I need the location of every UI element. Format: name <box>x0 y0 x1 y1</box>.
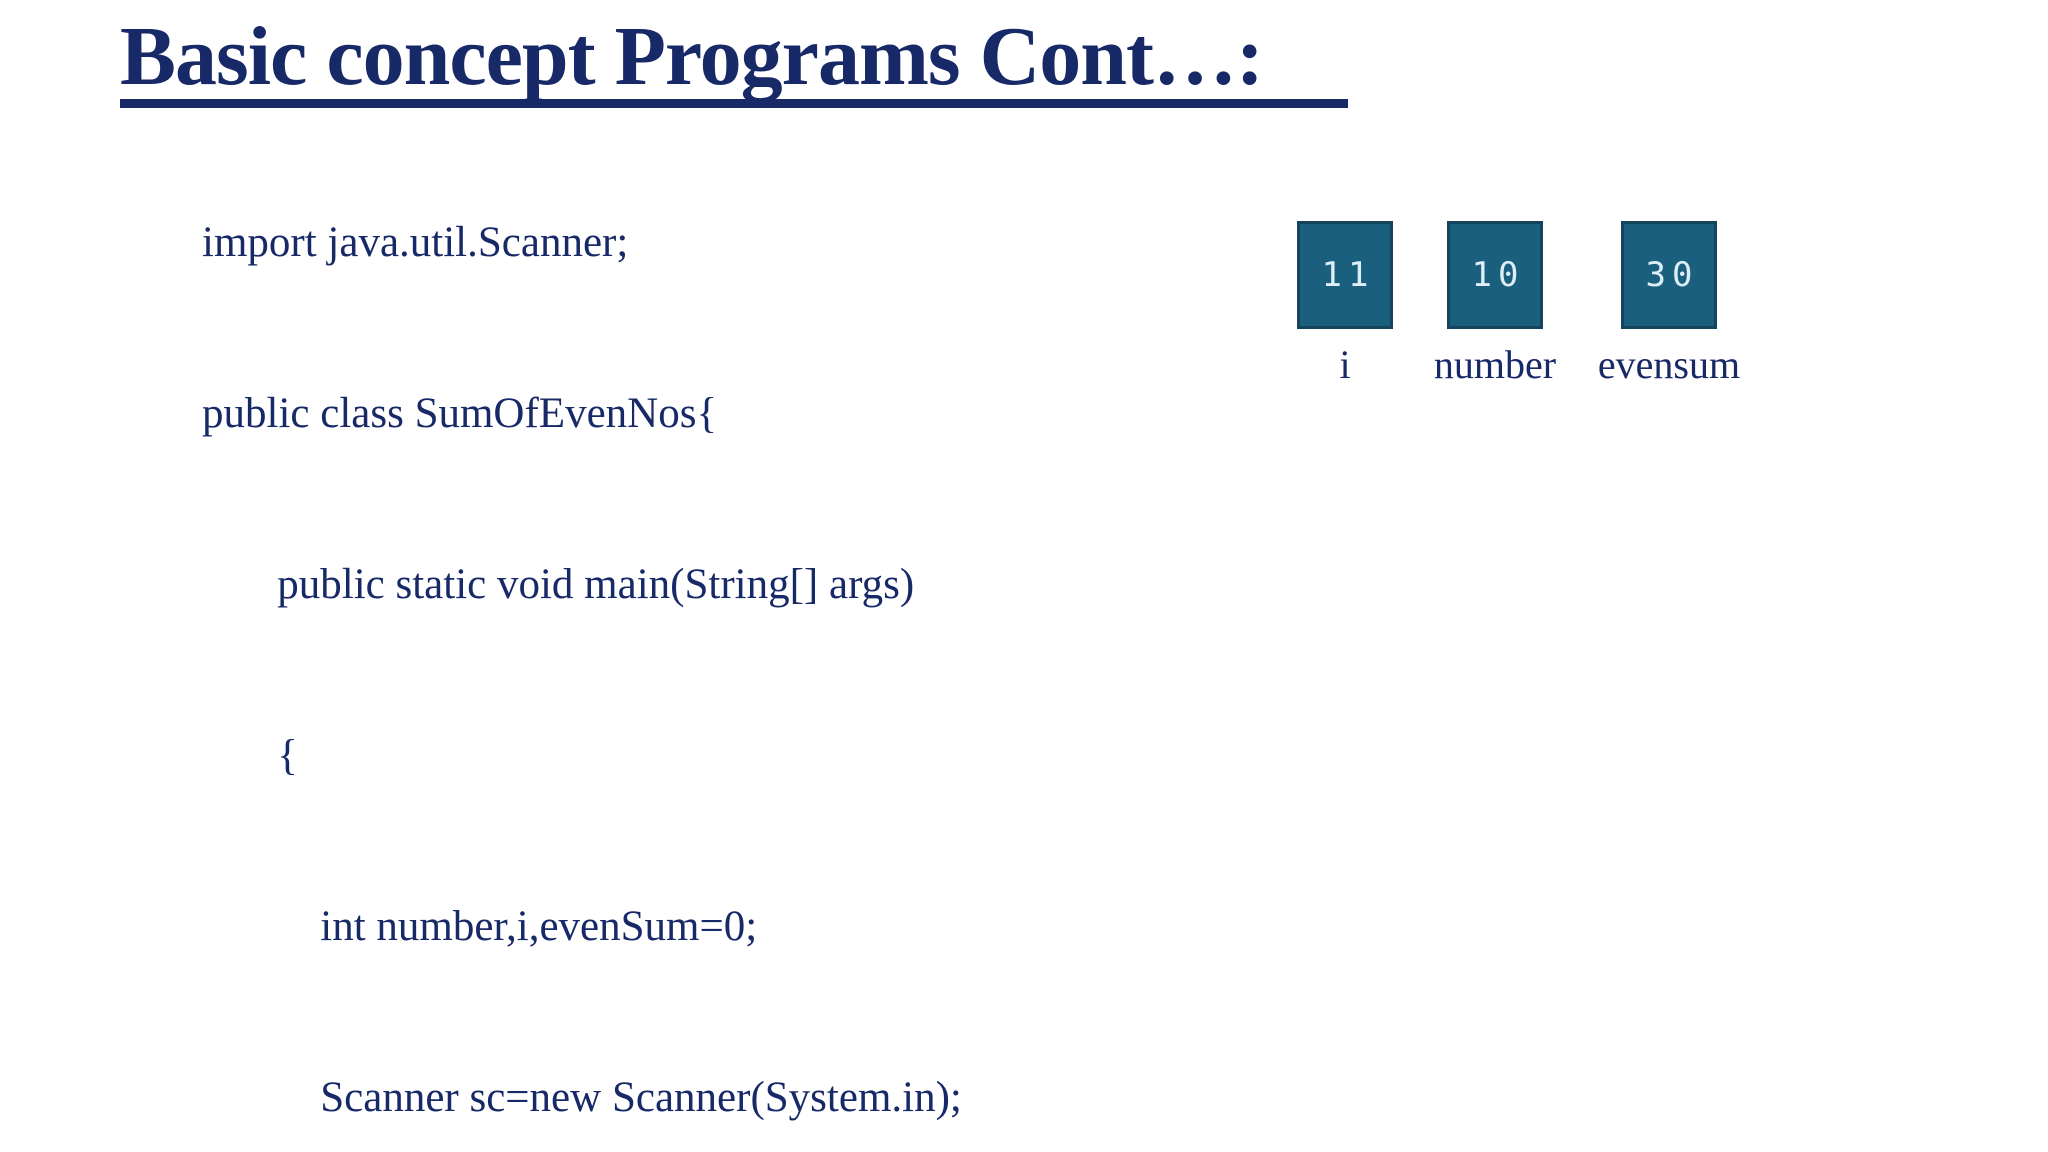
variable-value-evensum: 30 <box>1645 255 1699 295</box>
variable-box-number: 10 <box>1447 221 1543 329</box>
code-line-class-decl: public class SumOfEvenNos{ <box>202 390 718 437</box>
variable-label-number: number <box>1433 342 1557 387</box>
code-line-var-decl: int number,i,evenSum=0; <box>202 903 758 950</box>
variable-label-evensum: evensum <box>1597 342 1741 387</box>
variable-box-i: 11 <box>1297 221 1393 329</box>
variable-group-evensum: 30 evensum <box>1569 221 1769 387</box>
slide-title: Basic concept Programs Cont…: <box>120 10 1264 103</box>
variable-group-number: 10 number <box>1395 221 1595 387</box>
title-underline <box>120 99 1348 108</box>
variable-value-number: 10 <box>1471 255 1525 295</box>
variable-label-i: i <box>1339 342 1351 387</box>
code-line-import: import java.util.Scanner; <box>202 219 629 266</box>
code-line-main-decl: public static void main(String[] args) <box>202 561 915 608</box>
variable-box-evensum: 30 <box>1621 221 1717 329</box>
code-line-main-open: { <box>202 732 298 779</box>
java-code-block: import java.util.Scanner; public class S… <box>202 100 1900 1152</box>
code-line-scanner: Scanner sc=new Scanner(System.in); <box>202 1074 962 1121</box>
variable-group-i: 11 i <box>1245 221 1445 387</box>
variable-value-i: 11 <box>1321 255 1375 295</box>
